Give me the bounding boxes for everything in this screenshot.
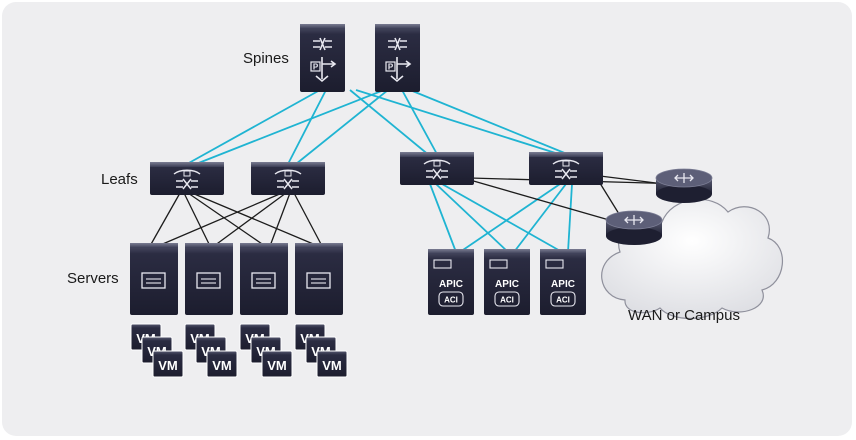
router-2 (605, 210, 663, 245)
wan-label: WAN or Campus (628, 307, 740, 324)
vm-stack-2: VM VM VM (184, 323, 238, 378)
apic-label: APIC (551, 279, 575, 290)
vm-box: VM (316, 350, 348, 378)
spine-badge: P (313, 63, 319, 72)
vm-stack-4: VM VM VM (294, 323, 348, 378)
apic-label: APIC (439, 279, 463, 290)
vm-box: VM (206, 350, 238, 378)
spine-switch-2: P (375, 24, 420, 92)
server-2 (185, 243, 233, 315)
vm-box: VM (152, 350, 184, 378)
server-4 (295, 243, 343, 315)
leaf-switch-2 (251, 162, 325, 195)
spines-label: Spines (243, 50, 289, 67)
router-1 (655, 168, 713, 203)
apic-controller-2: APIC ACI (484, 249, 530, 315)
apic-label: APIC (495, 279, 519, 290)
vm-stack-1: VM VM VM (130, 323, 184, 378)
svg-text:VM: VM (212, 358, 232, 373)
spine-badge: P (388, 63, 394, 72)
aci-label: ACI (444, 296, 458, 305)
svg-text:VM: VM (158, 358, 178, 373)
leaf-switch-1 (150, 162, 224, 195)
access-links (149, 175, 685, 247)
vm-box: VM (261, 350, 293, 378)
leaf-switch-3 (400, 152, 474, 185)
servers-label: Servers (67, 270, 119, 287)
server-1 (130, 243, 178, 315)
server-3 (240, 243, 288, 315)
fabric-links (186, 89, 573, 253)
apic-controller-1: APIC ACI (428, 249, 474, 315)
apic-controller-3: APIC ACI (540, 249, 586, 315)
vm-stack-3: VM VM VM (239, 323, 293, 378)
aci-label: ACI (500, 296, 514, 305)
spine-switch-1: P (300, 24, 345, 92)
leaf-switch-4 (529, 152, 603, 185)
svg-text:VM: VM (267, 358, 287, 373)
aci-label: ACI (556, 296, 570, 305)
leafs-label: Leafs (101, 171, 138, 188)
svg-text:VM: VM (322, 358, 342, 373)
